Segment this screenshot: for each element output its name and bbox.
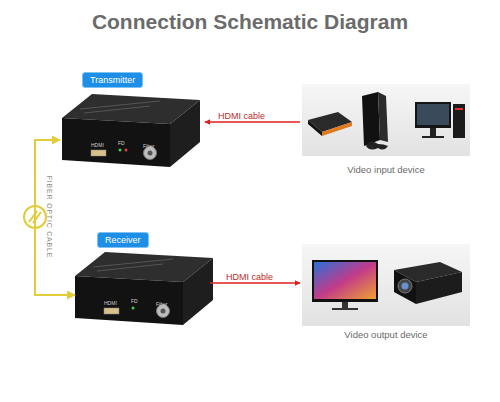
edge-label: HDMI cable: [226, 272, 273, 282]
receiver-box: Receiver: [75, 230, 210, 335]
output-devices-image: [302, 244, 470, 326]
port-label: Fiber: [143, 143, 154, 149]
receiver-device: [75, 252, 213, 325]
input-device-box: Video input device: [300, 82, 472, 182]
connector: [210, 282, 300, 284]
edge-label: FIBER OPTIC CABLE: [46, 176, 53, 258]
port-label: FD: [131, 298, 138, 304]
node-label: Transmitter: [82, 72, 143, 88]
connector: [205, 121, 300, 123]
input-devices-image: [302, 84, 470, 156]
connector: [35, 140, 75, 295]
node-label: Video input device: [300, 164, 472, 175]
node-label: Video output device: [300, 329, 472, 340]
port-label: Fiber: [156, 301, 167, 307]
diagram-title: Connection Schematic Diagram: [0, 10, 500, 34]
port-label: HDMI: [91, 142, 104, 148]
edge-label: HDMI cable: [218, 111, 265, 121]
port-label: HDMI: [104, 300, 117, 306]
output-device-box: Video output device: [300, 240, 472, 345]
transmitter-device: [62, 94, 200, 167]
port-label: FD: [118, 140, 125, 146]
transmitter-box: Transmitter: [60, 70, 205, 170]
node-label: Receiver: [97, 232, 149, 248]
